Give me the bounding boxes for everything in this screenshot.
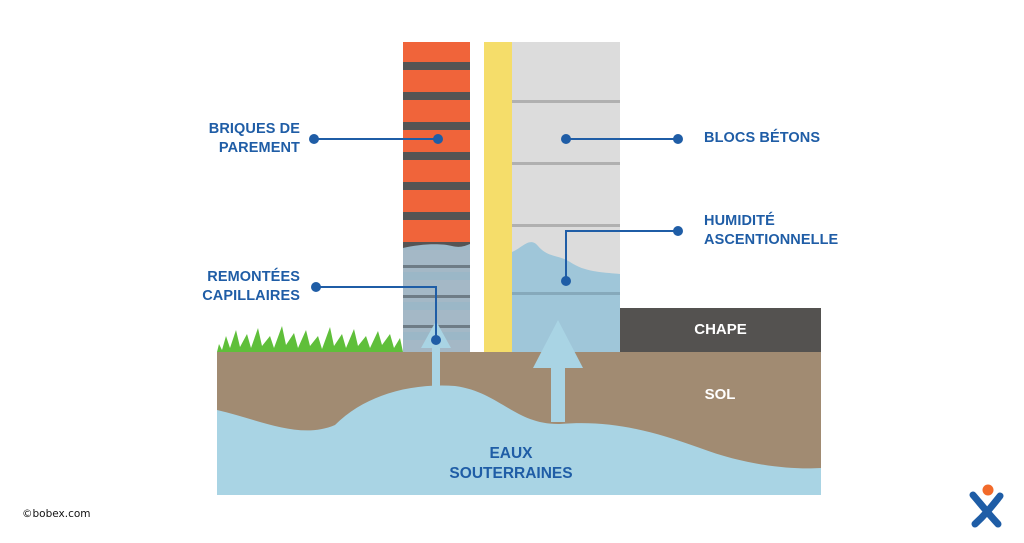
concrete-blocks <box>512 42 620 352</box>
insulation <box>484 42 512 352</box>
label-line: SOUTERRAINES <box>449 465 573 482</box>
leader-blocs <box>561 134 683 144</box>
label-line: REMONTÉES <box>207 269 300 285</box>
label-briques-de-parement: BRIQUES DE PAREMENT <box>209 120 300 158</box>
label-humidite-ascentionnelle: HUMIDITÉ ASCENTIONNELLE <box>704 212 838 250</box>
label-blocs-betons: BLOCS BÉTONS <box>704 129 820 148</box>
label-line: HUMIDITÉ <box>704 213 775 229</box>
label-line: ASCENTIONNELLE <box>704 232 839 248</box>
leader-briques <box>309 134 443 144</box>
label-line: PAREMENT <box>218 140 300 156</box>
label-remontees-capillaires: REMONTÉES CAPILLAIRES <box>202 268 300 306</box>
bobex-logo <box>969 484 1004 528</box>
label-line: BLOCS BÉTONS <box>704 130 821 146</box>
leader-humidite <box>561 226 683 286</box>
screed <box>620 308 821 352</box>
grass <box>217 326 403 352</box>
leader-remontees <box>311 282 441 345</box>
label-line: EAUX <box>489 445 533 462</box>
label-eaux-souterraines: EAUX SOUTERRAINES <box>436 444 586 484</box>
label-line: BRIQUES DE <box>208 121 300 137</box>
label-line: CAPILLAIRES <box>202 288 300 304</box>
copyright-text: ©bobex.com <box>22 508 91 520</box>
groundwater <box>217 385 821 495</box>
label-chape: CHAPE <box>694 321 747 338</box>
label-sol: SOL <box>704 386 736 403</box>
rising-damp-arrow <box>533 320 583 422</box>
